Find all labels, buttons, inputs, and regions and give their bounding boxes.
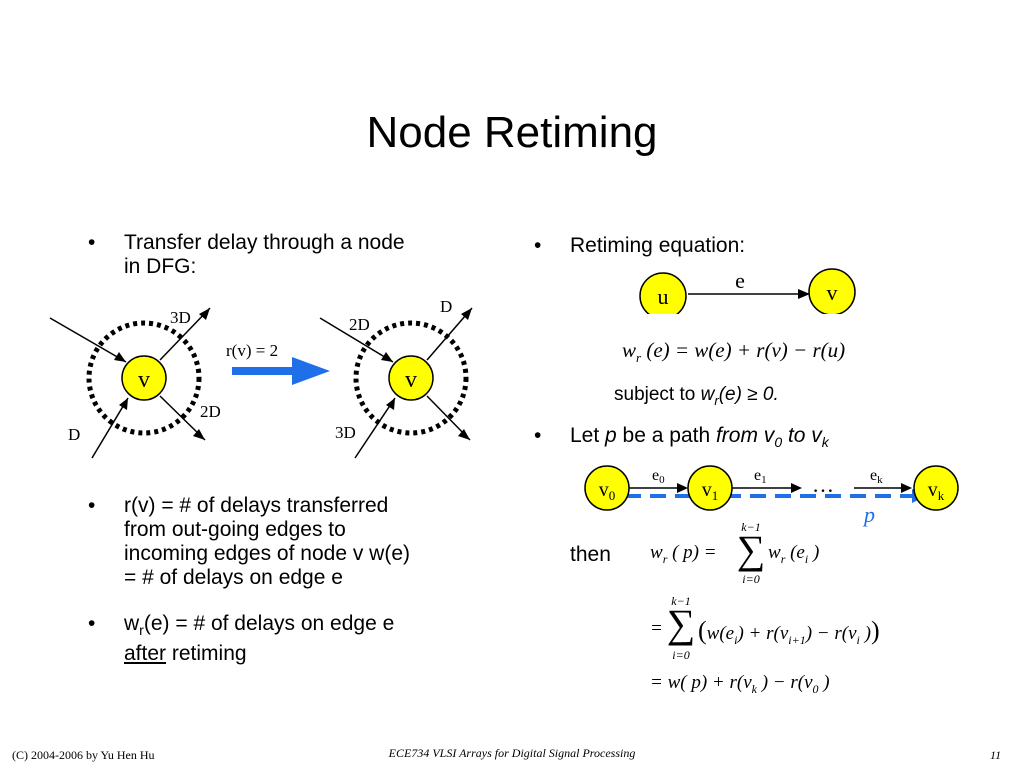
node-u-label: u — [658, 284, 669, 309]
before-node — [121, 355, 167, 401]
svg-text:vk: vk — [928, 479, 945, 503]
before-node-label: v — [138, 367, 150, 393]
underlined-after: after — [124, 642, 167, 666]
bullet-text: Retiming equation: — [570, 234, 746, 257]
before-in-edge-bottom — [91, 397, 129, 459]
retiming-arrow-label: r(v) = 2 — [226, 341, 278, 360]
svg-text:v0: v0 — [599, 479, 616, 503]
path-ellipsis: … — [812, 472, 834, 497]
after-in-edge-top — [319, 317, 394, 363]
bullet-text: r(v) = # of delays transferred — [124, 494, 389, 517]
left-bullet-3: • wr(e) = # of delays on edge e after re… — [88, 612, 395, 666]
svg-text:e1: e1 — [754, 467, 767, 486]
bullet-dot: • — [534, 234, 542, 257]
bullet-dot: • — [88, 231, 96, 254]
bullet-text: in DFG: — [124, 255, 197, 278]
bullet-text: = # of delays on edge e — [124, 566, 343, 589]
bullet-text: incoming edges of node v w(e) — [124, 542, 410, 565]
right-bullet-2: • Let p be a path from v0 to vk — [534, 424, 829, 451]
bullet-text: Transfer delay through a node — [124, 231, 405, 254]
node-v-label: v — [827, 280, 838, 305]
bullet-dot: • — [88, 494, 96, 517]
retiming-dfg-diagram: v 3D 2D D r(v) = 2 v 2D D 3D — [49, 297, 473, 459]
after-node-label: v — [405, 367, 417, 393]
left-bullet-2: • r(v) = # of delays transferred from ou… — [88, 494, 484, 590]
footer-course-title: ECE734 VLSI Arrays for Digital Signal Pr… — [388, 746, 636, 760]
after-label-bottom: 3D — [335, 423, 356, 442]
after-dashed-circle — [353, 320, 469, 436]
svg-text:e0: e0 — [652, 467, 665, 486]
path-diagram: v0 v1 vk e0 e1 ek … p — [584, 465, 959, 527]
after-in-edge-bottom — [354, 397, 396, 459]
retiming-arrow-head — [292, 357, 330, 385]
node-v1 — [687, 465, 733, 511]
before-dashed-circle — [86, 320, 202, 436]
bullet-text: from out-going edges to — [124, 518, 346, 541]
sum-formula-3: = w( p) + r(vk ) − r(v0 ) — [650, 672, 830, 696]
edge-e-label: e — [735, 268, 745, 293]
bullet-dot: • — [88, 612, 96, 635]
retiming-equation: wr (e) = w(e) + r(v) − r(u) — [622, 338, 846, 366]
before-in-edge-top — [49, 317, 127, 363]
node-v0 — [584, 465, 630, 511]
node-u — [639, 272, 687, 314]
before-label-left: D — [68, 425, 80, 444]
after-label-top-right: D — [440, 297, 452, 316]
right-bullet-1: • Retiming equation: — [534, 234, 746, 258]
subject-to-constraint: subject to wr(e) ≥ 0. — [614, 384, 779, 408]
then-text: then — [570, 543, 611, 566]
retiming-arrow-shaft — [232, 367, 294, 375]
after-node — [388, 355, 434, 401]
svg-text:v1: v1 — [702, 479, 719, 503]
retiming-equation-graph: u v e — [639, 268, 856, 314]
before-label-top: 3D — [170, 308, 191, 327]
left-bullet-1: • Transfer delay through a node in DFG: — [88, 231, 405, 279]
svg-text:ek: ek — [870, 467, 883, 486]
page-title: Node Retiming — [366, 108, 658, 157]
node-v — [808, 268, 856, 314]
after-label-top-left: 2D — [349, 315, 370, 334]
before-out-edge-top — [159, 307, 211, 361]
before-label-right: 2D — [200, 402, 221, 421]
footer-copyright: (C) 2004-2006 by Yu Hen Hu — [12, 748, 155, 762]
footer-page-number: 11 — [990, 748, 1002, 762]
bullet-dot: • — [534, 424, 542, 447]
path-p-label: p — [862, 502, 875, 527]
node-vk — [913, 465, 959, 511]
